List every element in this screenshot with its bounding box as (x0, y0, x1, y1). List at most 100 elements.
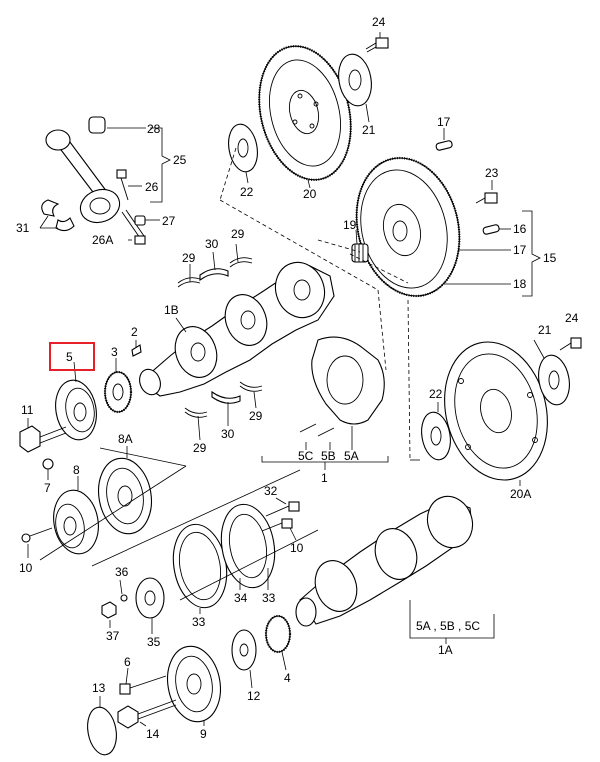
label-17-side: 17 (513, 243, 527, 257)
label-5: 5 (66, 350, 73, 364)
label-1A: 1A (438, 643, 453, 657)
connecting-rod-25 (45, 116, 121, 224)
label-5B-top: 5B (321, 449, 336, 463)
label-24-top: 24 (372, 15, 386, 29)
plate-21-top (338, 53, 372, 107)
crankshaft-1A (295, 495, 474, 627)
label-5-group: 5A , 5B , 5C (416, 619, 480, 633)
label-19: 19 (343, 218, 357, 232)
pulley-33-34 (172, 503, 276, 609)
cap-13 (87, 706, 117, 756)
label-4: 4 (284, 671, 291, 685)
flywheel-20 (258, 45, 352, 181)
callout-labels: 24 21 22 20 17 23 16 17 18 15 19 28 25 2… (16, 15, 579, 741)
label-14: 14 (146, 727, 160, 741)
label-31: 31 (16, 221, 30, 235)
bolt-32 (265, 501, 300, 517)
label-26: 26 (145, 180, 159, 194)
bolt-11 (19, 425, 67, 453)
label-30-b: 30 (221, 427, 235, 441)
bolt-26 (116, 169, 129, 201)
label-11: 11 (21, 403, 34, 417)
sprocket-4 (264, 614, 292, 654)
label-28: 28 (147, 122, 161, 136)
bolt-10-mid (261, 518, 293, 532)
label-33-a: 33 (192, 615, 206, 629)
label-24-lower: 24 (565, 311, 579, 325)
label-6: 6 (124, 655, 131, 669)
label-23: 23 (485, 166, 499, 180)
label-36: 36 (115, 565, 129, 579)
label-20A: 20A (510, 487, 531, 501)
nut-27 (134, 215, 146, 226)
label-27: 27 (162, 214, 176, 228)
bearing-shells-31 (41, 199, 75, 232)
label-29-a: 29 (182, 251, 196, 265)
guide-lines (39, 147, 411, 601)
label-8A: 8A (118, 432, 133, 446)
drive-plate-20A (444, 341, 548, 481)
label-2: 2 (131, 325, 138, 339)
plate-22-top (228, 123, 258, 173)
leader-lines (27, 32, 545, 727)
damper-8A (98, 457, 152, 535)
bolt-26A (121, 209, 146, 245)
key-2 (131, 344, 142, 357)
label-8: 8 (73, 463, 80, 477)
crankshaft-1 (139, 261, 335, 397)
label-21-lower: 21 (538, 323, 552, 337)
label-37: 37 (106, 629, 120, 643)
label-29-c: 29 (193, 441, 207, 455)
bolt-7 (42, 458, 54, 470)
label-13: 13 (92, 681, 106, 695)
label-5C-top: 5C (298, 449, 314, 463)
bolt-10-left (21, 527, 53, 543)
label-1: 1 (321, 471, 328, 485)
label-16: 16 (513, 222, 527, 236)
bolt-6 (119, 675, 167, 695)
bolt-24-lower (559, 337, 582, 351)
pin-16 (482, 224, 500, 235)
label-17-top: 17 (437, 115, 451, 129)
label-10-left: 10 (19, 561, 33, 575)
bolt-14 (117, 699, 177, 729)
label-1B: 1B (164, 303, 179, 317)
label-34: 34 (234, 591, 248, 605)
pin-17-top (435, 140, 453, 151)
pulley-5 (55, 379, 97, 441)
label-26A: 26A (92, 233, 113, 247)
label-9: 9 (200, 727, 207, 741)
label-25: 25 (173, 153, 187, 167)
damper-9 (167, 645, 221, 723)
plate-12 (231, 629, 257, 671)
plate-22-lower (421, 411, 451, 461)
highlight-box (49, 342, 95, 371)
dual-mass-flywheel-15 (355, 156, 461, 298)
label-15: 15 (543, 251, 557, 265)
bolt-23 (475, 192, 498, 204)
label-29-b: 29 (231, 227, 245, 241)
sprocket-3 (103, 370, 133, 414)
label-7: 7 (44, 481, 51, 495)
label-30-a: 30 (205, 237, 219, 251)
label-22-lower: 22 (429, 387, 443, 401)
label-21-top: 21 (362, 123, 376, 137)
label-22-top: 22 (240, 185, 254, 199)
label-12: 12 (247, 689, 261, 703)
plate-21-lower (538, 354, 570, 406)
bearing-19 (351, 243, 369, 263)
nut-37 (101, 601, 117, 619)
label-33-b: 33 (262, 591, 276, 605)
pin-36 (120, 594, 128, 602)
label-20: 20 (303, 187, 317, 201)
label-29-d: 29 (249, 409, 263, 423)
hub-35 (135, 577, 165, 619)
label-3: 3 (111, 345, 118, 359)
label-32: 32 (264, 484, 278, 498)
damper-8 (53, 489, 99, 555)
label-35: 35 (147, 635, 161, 649)
seal-flange-5A (299, 336, 385, 437)
bearing-shells (177, 257, 263, 418)
